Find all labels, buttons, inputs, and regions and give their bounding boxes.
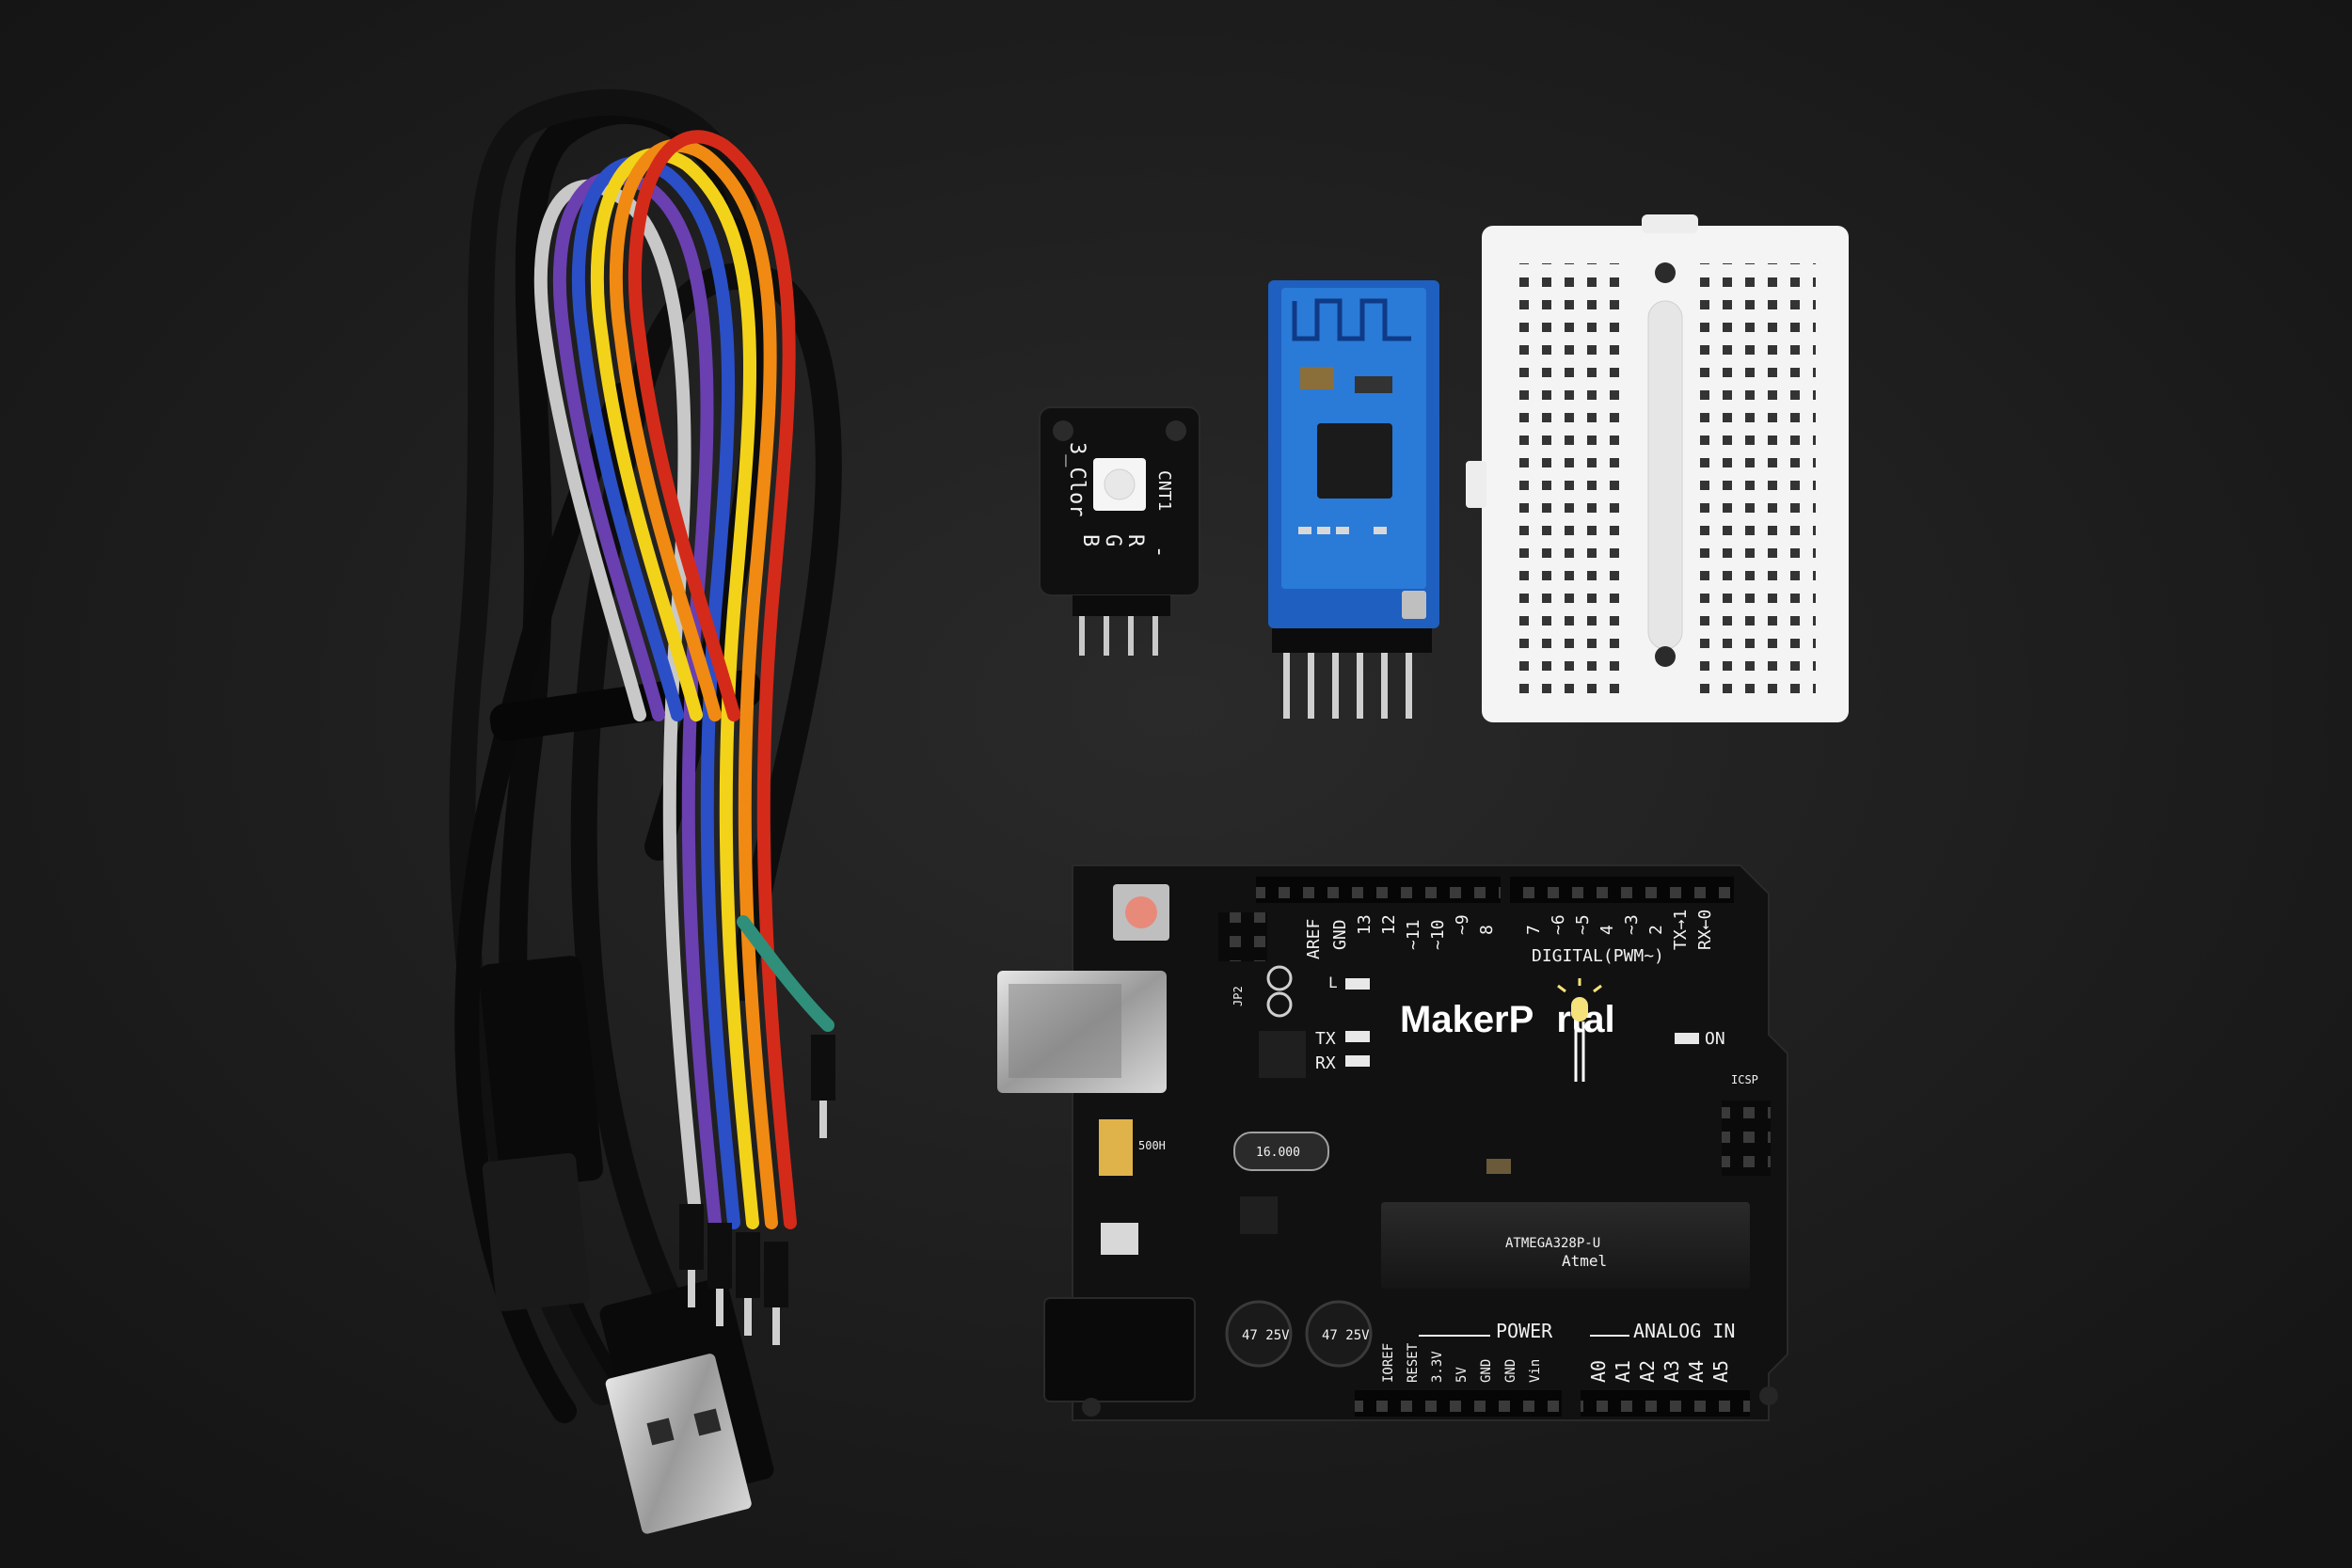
label-d4: 4	[1597, 925, 1617, 935]
label-a1: A1	[1612, 1360, 1634, 1383]
label-on: ON	[1705, 1029, 1725, 1049]
capacitor-1: 47 25V	[1225, 1300, 1293, 1368]
atmega-chip	[1381, 1202, 1750, 1289]
label-l: L	[1328, 974, 1338, 991]
led-label-minus: -	[1148, 546, 1171, 558]
label-a2: A2	[1636, 1360, 1659, 1383]
label-gnd-2: GND	[1503, 1359, 1518, 1383]
crystal	[1233, 1132, 1329, 1171]
led-label-cnt: CNT1	[1154, 470, 1174, 511]
fuse	[1099, 1119, 1133, 1176]
label-d13: 13	[1355, 914, 1375, 935]
label-d10: ~10	[1428, 919, 1448, 950]
label-d2: 2	[1646, 925, 1666, 935]
label-gnd: GND	[1330, 919, 1350, 950]
svg-text:500H: 500H	[1138, 1139, 1166, 1152]
led-label-name: 3_Clor	[1065, 442, 1089, 516]
svg-text:16.000: 16.000	[1256, 1146, 1300, 1160]
svg-text:47 25V: 47 25V	[1322, 1328, 1370, 1343]
chip-text: ATMEGA328P-U	[1505, 1236, 1600, 1251]
svg-text:47 25V: 47 25V	[1242, 1328, 1290, 1343]
label-gnd-1: GND	[1479, 1359, 1494, 1383]
capacitor-2: 47 25V	[1305, 1300, 1373, 1368]
label-d3: ~3	[1622, 914, 1642, 935]
label-a5: A5	[1709, 1360, 1732, 1383]
label-rx: RX	[1315, 1053, 1336, 1073]
label-power: POWER	[1496, 1320, 1553, 1342]
label-d8: 8	[1477, 925, 1497, 935]
mini-breadboard	[1466, 214, 1849, 722]
label-d6: ~6	[1549, 914, 1568, 935]
label-reset: RESET	[1406, 1342, 1421, 1383]
label-aref: AREF	[1304, 919, 1324, 959]
label-vin: Vin	[1528, 1359, 1543, 1383]
usb-plug-a	[599, 1277, 774, 1534]
bluetooth-module	[1268, 280, 1439, 719]
label-a3: A3	[1661, 1360, 1683, 1383]
label-a0: A0	[1587, 1360, 1610, 1383]
label-analog-in: ANALOG IN	[1633, 1320, 1735, 1342]
label-d1: TX→1	[1671, 910, 1691, 950]
usb-controller-chip	[1259, 1031, 1306, 1078]
label-a4: A4	[1685, 1360, 1708, 1383]
label-tx: TX	[1315, 1029, 1336, 1049]
label-d9: ~9	[1453, 914, 1472, 935]
label-d11: ~11	[1404, 919, 1423, 950]
dc-jack	[1043, 1297, 1196, 1402]
label-3v3: 3.3V	[1430, 1351, 1445, 1383]
label-d7: 7	[1524, 925, 1544, 935]
label-jp2: JP2	[1232, 986, 1245, 1006]
label-d5: ~5	[1573, 914, 1593, 935]
arduino-board: 47 25V 47 25V Atmel ATMEGA328P-U 16.000 …	[997, 864, 1788, 1421]
bt-button	[1402, 591, 1426, 619]
label-5v: 5V	[1454, 1367, 1470, 1383]
usb-plug-b	[478, 956, 604, 1311]
led-label-b: B	[1078, 534, 1102, 546]
led-label-g: G	[1101, 534, 1124, 546]
rgb-led-module: 3_Clor CNT1 R G B -	[1039, 406, 1200, 656]
label-d12: 12	[1379, 914, 1399, 935]
label-d0: RX←0	[1695, 910, 1715, 950]
label-ioref: IOREF	[1381, 1343, 1396, 1383]
led-label-r: R	[1123, 534, 1147, 547]
jumper-wires	[533, 130, 835, 1345]
label-icsp: ICSP	[1731, 1073, 1758, 1086]
label-digital: DIGITAL(PWM~)	[1532, 946, 1664, 966]
chip-logo: Atmel	[1562, 1252, 1607, 1270]
bt-chip	[1317, 423, 1392, 499]
